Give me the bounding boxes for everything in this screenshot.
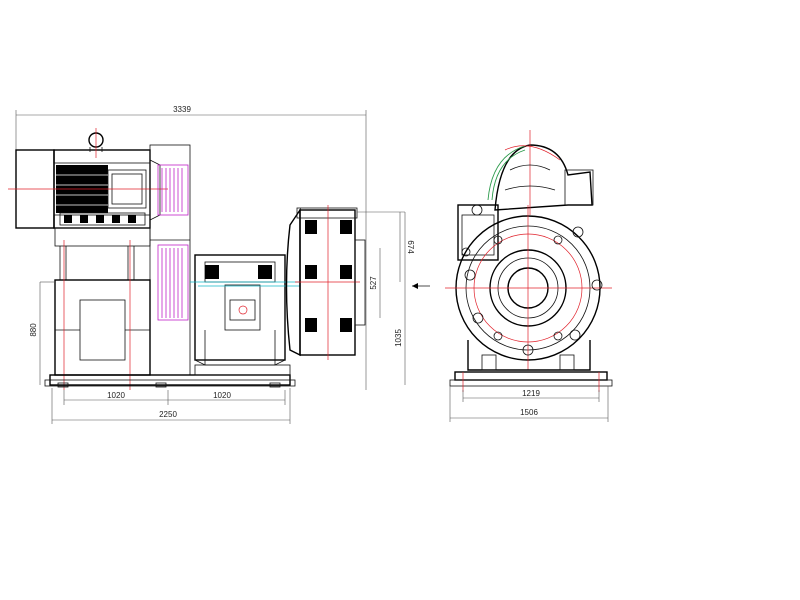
bearing-assembly — [190, 254, 300, 366]
dim-base-height: 880 — [29, 281, 55, 385]
end-outlet — [457, 204, 499, 261]
dim-overall-length: 3339 — [15, 105, 367, 390]
label-side-overall-width: 1506 — [520, 408, 538, 417]
label-base-height: 880 — [29, 323, 38, 337]
motor-base — [54, 240, 151, 390]
label-outlet-offset: 527 — [369, 276, 378, 290]
label-overall-length: 3339 — [173, 105, 191, 114]
view-arrow — [412, 283, 430, 289]
label-overall-height: 1035 — [394, 329, 403, 347]
label-side-inner-width: 1219 — [522, 389, 540, 398]
base-plate — [44, 364, 296, 388]
end-volute — [445, 205, 612, 370]
motor — [8, 128, 168, 229]
label-spacing-left: 1020 — [107, 391, 125, 400]
end-motor — [487, 130, 594, 215]
elevation-view: 3339 — [8, 105, 415, 424]
belt-guard — [157, 164, 189, 321]
dim-right-verticals: 674 527 1035 — [357, 211, 415, 385]
label-base-length: 2250 — [159, 410, 177, 419]
pump-casing-side — [285, 205, 366, 360]
label-height-outlet: 674 — [406, 240, 415, 254]
end-base — [449, 340, 613, 392]
dim-bottom: 1020 1020 2250 — [51, 388, 291, 424]
end-view: 1219 1506 — [445, 130, 613, 422]
end-dims: 1219 1506 — [449, 386, 609, 422]
label-spacing-right: 1020 — [213, 391, 231, 400]
